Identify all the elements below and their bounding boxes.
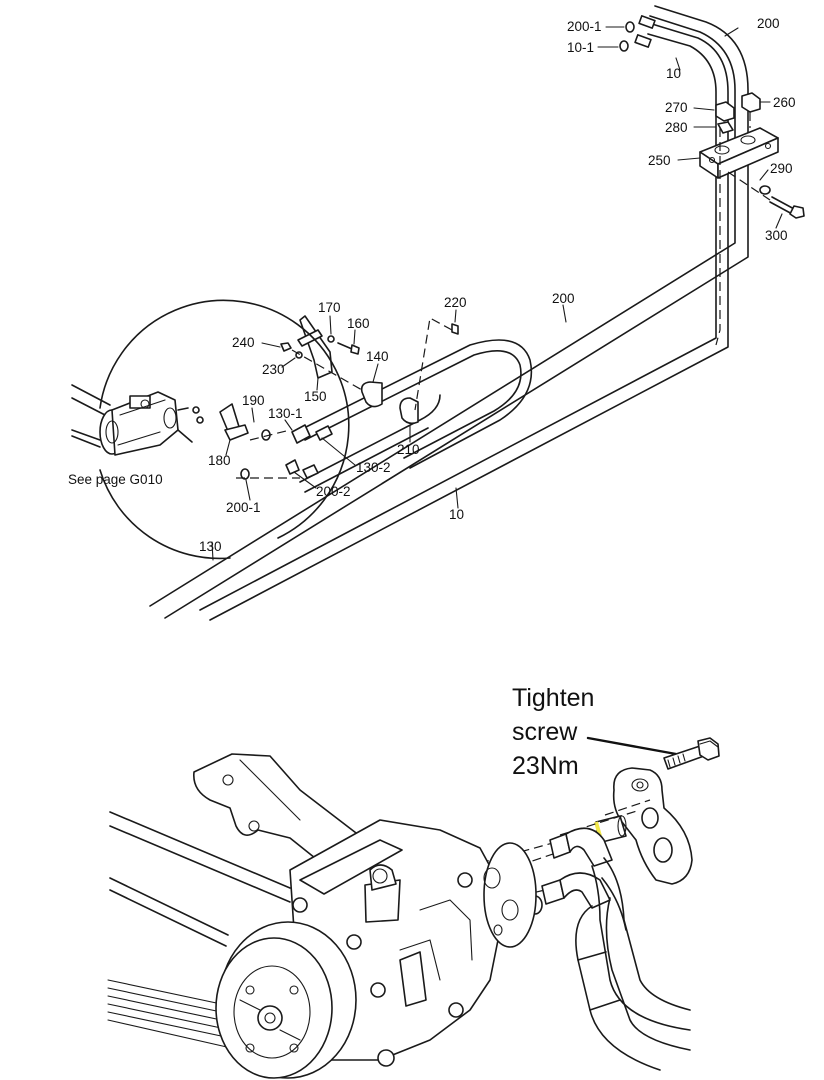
callout-210: 210 bbox=[397, 442, 420, 457]
hose-fitting-lower bbox=[541, 872, 611, 909]
callout-270: 270 bbox=[665, 100, 688, 115]
callout-200: 200 bbox=[757, 16, 780, 31]
instruction-line-3: 23Nm bbox=[512, 752, 579, 780]
clip-210 bbox=[399, 397, 419, 425]
callout-10-1: 10-1 bbox=[567, 40, 594, 55]
callout-130-1: 130-1 bbox=[268, 406, 303, 421]
callout-240: 240 bbox=[232, 335, 255, 350]
pipe-10-long bbox=[199, 23, 729, 621]
fitting-200-2-pipe bbox=[285, 459, 319, 479]
screw-220 bbox=[414, 317, 459, 411]
bracket-180 bbox=[219, 403, 249, 441]
hoses bbox=[575, 857, 691, 1071]
pipe-10-loop bbox=[299, 339, 533, 469]
compressor-miniature bbox=[71, 384, 204, 456]
callout-200-mid: 200 bbox=[552, 291, 575, 306]
callout-130: 130 bbox=[199, 539, 222, 554]
leader-lines-top bbox=[211, 26, 783, 561]
callout-10-lower: 10 bbox=[449, 507, 464, 522]
bolt-160 bbox=[337, 342, 360, 355]
callout-200-1: 200-1 bbox=[567, 19, 602, 34]
fitting-200-end bbox=[634, 15, 656, 48]
callout-labels: 200-1 200 10-1 10 270 260 280 250 290 30… bbox=[68, 16, 796, 554]
callout-200-1-lower: 200-1 bbox=[226, 500, 261, 515]
flange-plate bbox=[612, 767, 693, 885]
clip-140 bbox=[360, 381, 383, 408]
callout-290: 290 bbox=[770, 161, 793, 176]
instruction-line-2: screw bbox=[512, 718, 578, 746]
nut-270 bbox=[715, 101, 735, 122]
instruction-line-1: Tighten bbox=[512, 684, 594, 712]
callout-260: 260 bbox=[773, 95, 796, 110]
washer-230 bbox=[295, 351, 303, 359]
hose-fitting-upper bbox=[549, 827, 613, 867]
drive-belt bbox=[107, 811, 291, 1051]
callout-220: 220 bbox=[444, 295, 467, 310]
callout-250: 250 bbox=[648, 153, 671, 168]
washer-290 bbox=[759, 185, 771, 195]
o-ring-200-1 bbox=[625, 21, 635, 33]
o-ring-200-1-low bbox=[240, 468, 250, 480]
callout-140: 140 bbox=[366, 349, 389, 364]
callout-10: 10 bbox=[666, 66, 681, 81]
pipe-200-short bbox=[299, 394, 441, 493]
callout-170: 170 bbox=[318, 300, 341, 315]
reference-note: See page G010 bbox=[68, 472, 163, 487]
tighten-bolt bbox=[663, 737, 720, 770]
bolt-300 bbox=[769, 196, 805, 219]
washer-280 bbox=[717, 121, 734, 134]
nut-240 bbox=[280, 342, 292, 352]
callout-160: 160 bbox=[347, 316, 370, 331]
callout-180: 180 bbox=[208, 453, 231, 468]
callout-200-2: 200-2 bbox=[316, 484, 351, 499]
callout-280: 280 bbox=[665, 120, 688, 135]
callout-150: 150 bbox=[304, 389, 327, 404]
bracket-150 bbox=[297, 315, 333, 379]
callout-300: 300 bbox=[765, 228, 788, 243]
pipe-200-long bbox=[149, 5, 749, 619]
detail-circle bbox=[99, 299, 350, 560]
washer-170 bbox=[327, 335, 335, 343]
nut-260 bbox=[741, 92, 761, 113]
instruction-text: Tighten screw 23Nm bbox=[512, 684, 678, 780]
clamp-block-250 bbox=[699, 127, 779, 179]
callout-230: 230 bbox=[262, 362, 285, 377]
fitting-130-1-pipe bbox=[291, 424, 333, 444]
clutch-pulley bbox=[215, 921, 357, 1079]
o-ring-10-1 bbox=[619, 40, 629, 52]
callout-130-2: 130-2 bbox=[356, 460, 391, 475]
callout-190: 190 bbox=[242, 393, 265, 408]
